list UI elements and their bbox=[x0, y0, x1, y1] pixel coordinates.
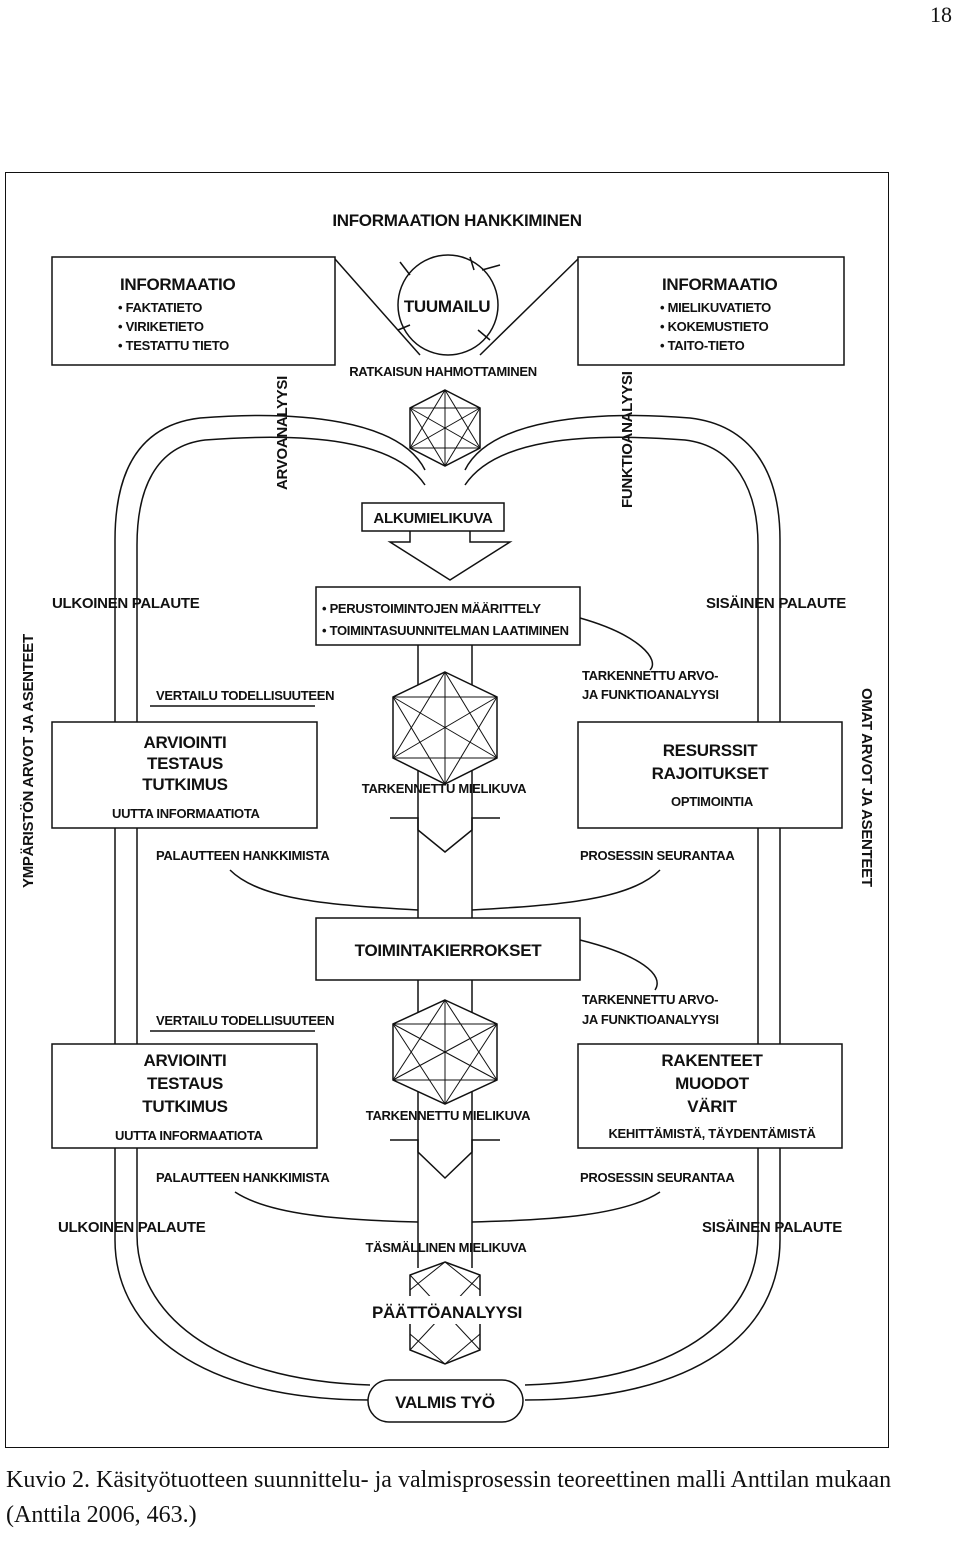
connector-curve bbox=[471, 1191, 661, 1223]
page-number: 18 bbox=[930, 2, 952, 27]
palautteen-label-1: PALAUTTEEN HANKKIMISTA bbox=[156, 848, 330, 863]
perustoiminnot-item: • TOIMINTASUUNNITELMAN LAATIMINEN bbox=[322, 623, 569, 638]
info-left-item: • VIRIKETIETO bbox=[118, 319, 204, 334]
paattoanalyysi-bg bbox=[383, 1296, 511, 1324]
info-left-box bbox=[51, 256, 336, 366]
spark-line bbox=[397, 324, 411, 331]
hexagon-network-3 bbox=[392, 999, 498, 1105]
spark-line bbox=[399, 261, 411, 276]
resurssit-line: RESURSSIT bbox=[663, 741, 759, 760]
info-right-item: • TAITO-TIETO bbox=[660, 338, 745, 353]
down-arrow-1 bbox=[387, 531, 513, 581]
rakenteet-line: MUODOT bbox=[675, 1074, 750, 1093]
info-left-item: • TESTATTU TIETO bbox=[118, 338, 229, 353]
tarkennettu-arvo-line: JA FUNKTIOANALYYSI bbox=[582, 1012, 719, 1027]
info-right-item: • MIELIKUVATIETO bbox=[660, 300, 771, 315]
uutta-label-1: UUTTA INFORMAATIOTA bbox=[112, 806, 261, 821]
valmis-tyo-box bbox=[367, 1379, 524, 1423]
info-right-box bbox=[577, 256, 845, 366]
info-left-connector bbox=[334, 258, 421, 356]
ratkaisu-label: RATKAISUN HAHMOTTAMINEN bbox=[349, 364, 537, 379]
arviointi-line: TUTKIMUS bbox=[142, 775, 227, 794]
arviointi-line: ARVIOINTI bbox=[144, 733, 227, 752]
tuumailu-circle bbox=[397, 254, 499, 356]
info-right-item: • KOKEMUSTIETO bbox=[660, 319, 769, 334]
rakenteet-box bbox=[577, 1043, 843, 1149]
prosessin-label-2: PROSESSIN SEURANTAA bbox=[580, 1170, 735, 1185]
arviointi-box-1 bbox=[51, 721, 318, 829]
vertailu-label-2: VERTAILU TODELLISUUTEEN bbox=[156, 1013, 334, 1028]
connector-curve bbox=[579, 617, 654, 671]
arviointi-box-2 bbox=[51, 1043, 318, 1149]
arviointi-line: TUTKIMUS bbox=[142, 1097, 227, 1116]
vertailu-label-1: VERTAILU TODELLISUUTEEN bbox=[156, 688, 334, 703]
tarkennettu-arvo-line: JA FUNKTIOANALYYSI bbox=[582, 687, 719, 702]
rakenteet-line: VÄRIT bbox=[687, 1097, 737, 1116]
ulkoinen-palaute-label-2: ULKOINEN PALAUTE bbox=[58, 1219, 206, 1236]
palautteen-label-2: PALAUTTEEN HANKKIMISTA bbox=[156, 1170, 330, 1185]
down-arrow-2 bbox=[390, 817, 500, 853]
hexagon-network-1 bbox=[409, 389, 481, 467]
info-right-connector bbox=[479, 258, 579, 356]
info-left-heading: INFORMAATIO bbox=[120, 275, 235, 294]
tarkennettu-arvo-line: TARKENNETTU ARVO- bbox=[582, 992, 718, 1007]
funktioanalyysi-label: FUNKTIOANALYYSI bbox=[619, 371, 636, 508]
prosessin-label-1: PROSESSIN SEURANTAA bbox=[580, 848, 735, 863]
toimintakierrokset-label: TOIMINTAKIERROKSET bbox=[355, 941, 543, 960]
tasmallinen-label: TÄSMÄLLINEN MIELIKUVA bbox=[365, 1240, 527, 1255]
info-left-item: • FAKTATIETO bbox=[118, 300, 202, 315]
arviointi-line: TESTAUS bbox=[147, 754, 223, 773]
tarkennettu-arvo-line: TARKENNETTU ARVO- bbox=[582, 668, 718, 683]
connector-curve bbox=[229, 869, 419, 911]
rakenteet-line: RAKENTEET bbox=[661, 1051, 763, 1070]
resurssit-line: RAJOITUKSET bbox=[652, 764, 770, 783]
resurssit-box bbox=[577, 721, 843, 829]
down-arrow-3 bbox=[390, 1139, 500, 1180]
connector-curve bbox=[471, 869, 661, 911]
spark-line bbox=[469, 256, 475, 271]
figure-frame bbox=[5, 172, 889, 1448]
sisainen-palaute-label-1: SISÄINEN PALAUTE bbox=[706, 595, 846, 612]
arviointi-line: ARVIOINTI bbox=[144, 1051, 227, 1070]
optimointia-label: OPTIMOINTIA bbox=[671, 794, 754, 809]
connector-curve bbox=[234, 1191, 419, 1223]
connector-curve bbox=[579, 939, 658, 991]
arvoanalyysi-label: ARVOANALYYSI bbox=[274, 376, 291, 490]
perustoiminnot-item: • PERUSTOIMINTOJEN MÄÄRITTELY bbox=[322, 601, 541, 616]
valmis-tyo-label: VALMIS TYÖ bbox=[395, 1393, 495, 1412]
omat-arvot-label: OMAT ARVOT JA ASENTEET bbox=[858, 688, 875, 887]
alkumielikuva-box bbox=[361, 502, 505, 532]
perustoiminnot-box bbox=[315, 586, 581, 646]
tarkennettu-mielikuva-label-1: TARKENNETTU MIELIKUVA bbox=[362, 781, 527, 796]
spark-line bbox=[477, 329, 491, 341]
tarkennettu-mielikuva-label-2: TARKENNETTU MIELIKUVA bbox=[366, 1108, 531, 1123]
uutta-label-2: UUTTA INFORMAATIOTA bbox=[115, 1128, 264, 1143]
hexagon-network-2 bbox=[392, 671, 498, 785]
ulkoinen-palaute-label-1: ULKOINEN PALAUTE bbox=[52, 595, 200, 612]
toimintakierrokset-box bbox=[315, 917, 581, 981]
paattoanalyysi-label: PÄÄTTÖANALYYSI bbox=[372, 1303, 522, 1322]
tuumailu-label: TUUMAILU bbox=[404, 297, 490, 316]
kehittamista-label: KEHITTÄMISTÄ, TÄYDENTÄMISTÄ bbox=[608, 1126, 816, 1141]
info-right-heading: INFORMAATIO bbox=[662, 275, 777, 294]
feedback-loop bbox=[114, 414, 781, 1401]
ymparisto-label: YMPÄRISTÖN ARVOT JA ASENTEET bbox=[20, 634, 37, 888]
sisainen-palaute-label-2: SISÄINEN PALAUTE bbox=[702, 1219, 842, 1236]
figure-caption: Kuvio 2. Käsityötuotteen suunnittelu- ja… bbox=[6, 1467, 892, 1528]
diagram-title: INFORMAATION HANKKIMINEN bbox=[332, 211, 581, 230]
alkumielikuva-label: ALKUMIELIKUVA bbox=[373, 510, 493, 527]
spark-line bbox=[481, 264, 501, 271]
arviointi-line: TESTAUS bbox=[147, 1074, 223, 1093]
